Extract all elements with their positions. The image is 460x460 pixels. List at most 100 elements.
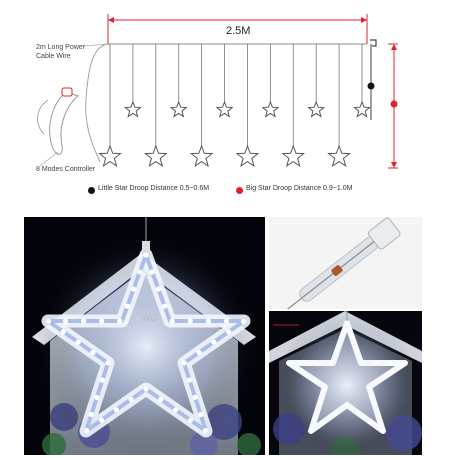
led-bulb-icon (113, 407, 119, 413)
big-star-icon (189, 144, 214, 168)
led-bulb-icon (390, 361, 394, 365)
led-bulb-icon (60, 329, 66, 335)
led-bulb-icon (389, 370, 394, 375)
led-bulb-icon (131, 286, 137, 292)
led-bulb-icon (90, 349, 96, 356)
led-bulb-icon (345, 403, 349, 407)
led-bulb-icon (300, 370, 305, 375)
power-cable-wire (85, 43, 109, 163)
led-bulb-icon (349, 334, 354, 339)
led-bulb-icon (300, 361, 304, 365)
led-bulb-icon (314, 361, 319, 365)
led-bulb-icon (205, 318, 211, 324)
little-star-icon (215, 100, 234, 118)
controller-led-icon (61, 87, 73, 97)
closeup-leds (288, 321, 406, 433)
star-closeup-photo (269, 311, 422, 455)
lit-star-photo: WG (24, 217, 265, 455)
led-bulb-icon (181, 360, 187, 366)
controller-cord (37, 99, 49, 135)
led-bulb-icon (401, 361, 406, 366)
led-bulb-icon (75, 339, 81, 345)
led-bulb-icon (143, 386, 149, 392)
led-bulb-icon (354, 348, 359, 353)
led-bulb-icon (143, 252, 149, 258)
led-bulb-icon (94, 394, 100, 400)
led-bulb-icon (240, 318, 247, 324)
led-bulb-icon (333, 411, 338, 416)
little-star-icon (261, 100, 280, 118)
led-bulb-icon (340, 334, 345, 339)
led-bulb-icon (187, 417, 194, 423)
led-bulb-icon (155, 286, 161, 292)
little-droop-marker-icon (367, 82, 375, 90)
little-star-legend-label: Little Star Droop Distance 0.5~0.6M (98, 185, 210, 192)
led-bulb-icon (317, 401, 322, 406)
led-bulb-icon (309, 428, 314, 433)
droop-arrow-bottom-icon (391, 162, 397, 168)
power-cable-pointer (83, 43, 109, 47)
led-bulb-icon (149, 269, 155, 275)
led-bulb-icon (169, 318, 175, 324)
led-bulb-icon (99, 377, 106, 383)
led-bulb-icon (226, 329, 232, 335)
led-bulb-icon (187, 318, 193, 324)
star-closeup-photo-art (269, 311, 422, 455)
connector-photo (269, 217, 422, 309)
power-cable-label: 2m Long Power Cable Wire (36, 44, 86, 60)
led-bulb-icon (368, 420, 373, 425)
little-star-icon (169, 100, 188, 118)
big-star-icon (98, 144, 122, 168)
big-star-icon (235, 144, 260, 168)
big-star-icon (144, 144, 168, 168)
led-bulb-icon (377, 378, 382, 383)
led-bulb-icon (372, 401, 377, 406)
controller-pointer (39, 151, 59, 167)
little-star-icon (123, 100, 142, 118)
led-bulb-icon (360, 361, 365, 365)
led-bulb-icon (367, 387, 372, 392)
big-star-icon (327, 144, 351, 168)
led-bulb-icon (376, 415, 381, 420)
led-bulb-icon (88, 411, 94, 418)
star-strands (98, 44, 371, 168)
led-bulb-icon (329, 361, 334, 365)
led-bulb-icon (198, 411, 204, 418)
led-bulb-icon (117, 318, 123, 324)
led-bulb-icon (162, 303, 168, 309)
led-bulb-icon (321, 420, 326, 425)
controller-icon (49, 91, 80, 155)
led-bulb-icon (158, 396, 164, 402)
led-bulb-icon (192, 394, 198, 400)
led-bulb-icon (196, 349, 202, 356)
led-bulb-icon (223, 318, 230, 324)
length-arrow-right-icon (361, 17, 367, 23)
led-bulb-icon (124, 303, 130, 309)
led-bulb-icon (312, 378, 317, 383)
led-bulb-icon (202, 427, 208, 434)
led-bulb-icon (99, 318, 105, 324)
led-bulb-icon (313, 415, 318, 420)
resistor-icon (331, 265, 343, 276)
led-bulb-icon (380, 428, 385, 433)
big-droop-marker-icon (390, 100, 398, 108)
led-bulb-icon (128, 396, 134, 402)
big-star-legend-dot-icon (236, 187, 243, 194)
controller-label: 8 Modes Controller (36, 166, 96, 173)
droop-arrow-top-icon (391, 44, 397, 50)
connector-photo-art (269, 217, 422, 309)
photo-logo: WG (142, 313, 158, 323)
big-star-legend-label: Big Star Droop Distance 0.9~1.0M (246, 185, 353, 192)
led-bulb-icon (211, 339, 217, 345)
product-diagram: 2.5M 2m Long Power Cable Wire 8 Modes Co… (0, 0, 460, 215)
star-cap (142, 241, 150, 255)
little-star-icon (353, 100, 371, 118)
led-bulb-icon (322, 387, 327, 392)
led-bulb-icon (345, 321, 349, 325)
led-bulb-icon (98, 417, 105, 423)
led-bulb-icon (288, 361, 293, 366)
led-bulb-icon (335, 348, 340, 353)
led-bulb-icon (84, 427, 90, 434)
end-plug-icon (370, 39, 377, 47)
led-bulb-icon (105, 360, 111, 366)
